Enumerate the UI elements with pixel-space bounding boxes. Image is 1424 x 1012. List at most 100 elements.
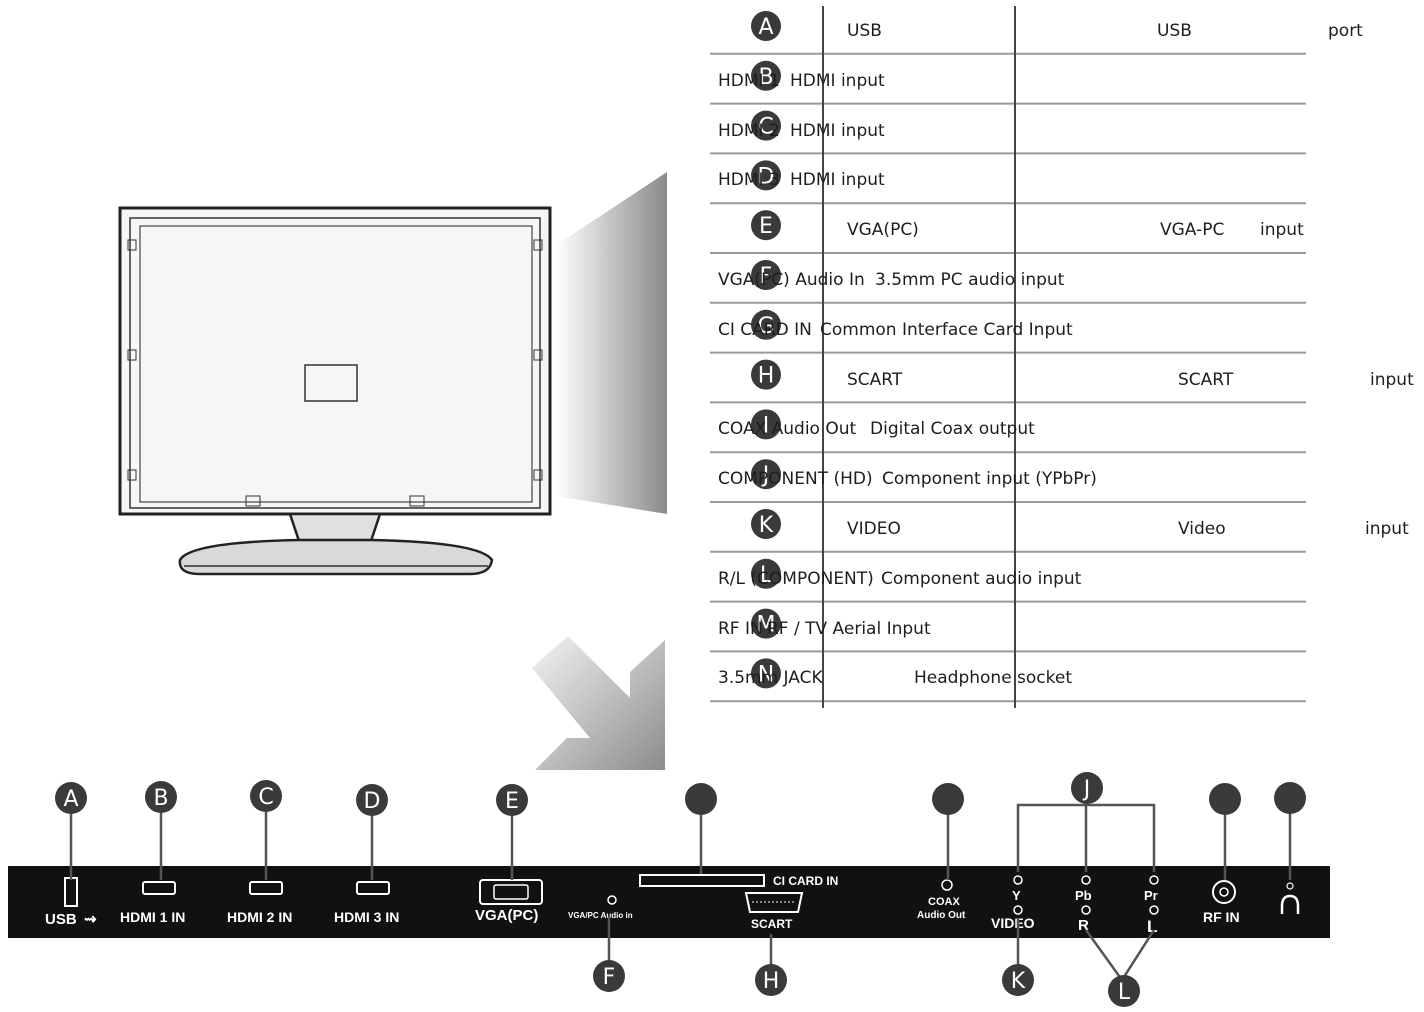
table-cell-c1: VGA(PC) Audio In xyxy=(718,269,865,290)
l-jack-icon xyxy=(1149,905,1159,915)
table-cell-c3: VGA-PC xyxy=(1160,220,1225,241)
pr-jack-icon xyxy=(1149,875,1159,885)
row-badge xyxy=(751,658,781,689)
table-cell-c2: Digital Coax output xyxy=(870,419,1035,440)
table-cell-c4: input xyxy=(1370,369,1414,390)
table-cell-c1: RF IN xyxy=(718,618,763,639)
callout-badge xyxy=(1002,964,1034,996)
row-badge xyxy=(751,110,781,141)
table-cell-c1: HDMI 2 xyxy=(718,120,780,141)
video-label: VIDEO xyxy=(991,915,1035,931)
table-cell-c1: COAX Audio Out xyxy=(718,419,857,440)
callout-badge xyxy=(250,780,282,812)
row-badge-letter: B xyxy=(758,65,773,90)
table-cell-c2: VGA(PC) xyxy=(847,220,919,241)
table-cell-c2: HDMI input xyxy=(790,170,885,191)
row-badge xyxy=(751,11,781,41)
hdmi-port-icon xyxy=(142,881,176,895)
l-label: L xyxy=(1147,917,1157,936)
callout-badge xyxy=(932,783,964,815)
callout-badge xyxy=(685,783,717,815)
callout-letter: E xyxy=(505,789,519,814)
row-badge-letter: N xyxy=(758,662,774,687)
row-badge-letter: I xyxy=(763,413,770,438)
vga-label: VGA(PC) xyxy=(475,907,538,924)
tv-rear-illustration xyxy=(118,206,552,576)
table-cell-c4: input xyxy=(1260,220,1304,241)
row-badge xyxy=(751,359,781,390)
row-badge xyxy=(751,409,781,440)
row-badge-letter: F xyxy=(760,264,773,289)
table-cell-c2: HDMI input xyxy=(790,120,885,141)
table-cell-c2: 3.5mm PC audio input xyxy=(875,269,1065,290)
row-badge-letter: J xyxy=(761,463,770,488)
table-cell-c2: VIDEO xyxy=(847,518,901,539)
ci-card-slot-icon xyxy=(639,874,765,887)
coax-audio-out-label: Audio Out xyxy=(917,910,966,921)
callout-badge xyxy=(1209,783,1241,815)
ci-card-label: CI CARD IN xyxy=(773,874,838,888)
callout-badge xyxy=(145,781,177,813)
pr-label: Pr xyxy=(1144,888,1158,903)
table-cell-c1: 3.5mm JACK xyxy=(718,668,823,689)
row-badge-letter: E xyxy=(759,214,773,239)
vga-audio-label: VGA/PC Audio in xyxy=(568,911,633,920)
r-jack-icon xyxy=(1081,905,1091,915)
row-badge-letter: C xyxy=(758,115,773,140)
callout-letter: C xyxy=(258,785,273,810)
callout-letter: A xyxy=(63,787,78,812)
table-cell-c1: R/L (COMPONENT) xyxy=(718,568,874,589)
table-cell-c4: port xyxy=(1328,20,1363,41)
callout-letter: J xyxy=(1082,777,1091,802)
table-cell-c1: HDMI 1 xyxy=(718,70,780,91)
pb-jack-icon xyxy=(1081,875,1091,885)
scart-port-icon xyxy=(744,892,804,913)
rf-in-jack-icon xyxy=(1212,880,1236,904)
table-cell-c3: Video xyxy=(1178,518,1226,539)
table-cell-c1: HDMI 3 xyxy=(718,170,780,191)
callout-letter: D xyxy=(364,789,381,814)
callout-badge xyxy=(593,960,625,992)
zoom-wedge xyxy=(555,172,667,514)
table-cell-c2: USB xyxy=(847,20,882,41)
r-label: R xyxy=(1078,917,1089,934)
callout-badge xyxy=(496,784,528,816)
callout-letter: B xyxy=(153,786,168,811)
table-cell-c1: CI CARD IN xyxy=(718,319,812,340)
row-badge xyxy=(751,309,781,340)
usb-label: USB xyxy=(45,911,77,928)
table-cell-c4: input xyxy=(1365,518,1409,539)
row-badge-letter: A xyxy=(758,15,773,40)
row-badge-letter: L xyxy=(760,563,773,588)
callout-badge xyxy=(1108,975,1140,1007)
y-label: Y xyxy=(1012,888,1021,903)
vga-audio-jack-icon xyxy=(607,895,617,905)
row-badge xyxy=(751,260,781,290)
table-cell-c2: HDMI input xyxy=(790,70,885,91)
hdmi1-label: HDMI 1 IN xyxy=(120,909,185,925)
row-badge xyxy=(751,608,781,639)
row-badge xyxy=(751,60,781,91)
table-cell-c2: SCART xyxy=(847,369,903,390)
callout-letter: K xyxy=(1011,969,1026,994)
table-cell-c3: Headphone socket xyxy=(914,668,1073,689)
headphone-icon xyxy=(1280,894,1300,914)
callout-letter: F xyxy=(603,965,616,990)
pb-label: Pb xyxy=(1075,888,1092,903)
table-cell-c2: Common Interface Card Input xyxy=(820,319,1073,340)
callout-badge xyxy=(755,964,787,996)
row-badge xyxy=(751,459,781,490)
scart-label: SCART xyxy=(751,917,793,931)
table-cell-c2: Component audio input xyxy=(881,568,1082,589)
row-badge xyxy=(751,210,781,241)
row-badge xyxy=(751,509,781,539)
table-cell-c2: RF / TV Aerial Input xyxy=(767,618,931,639)
callout-letter: L xyxy=(1118,980,1131,1005)
callout-badge xyxy=(356,784,388,816)
row-badge xyxy=(751,160,781,191)
table-cell-c2: Component input (YPbPr) xyxy=(882,469,1097,490)
y-jack-icon xyxy=(1013,875,1023,885)
